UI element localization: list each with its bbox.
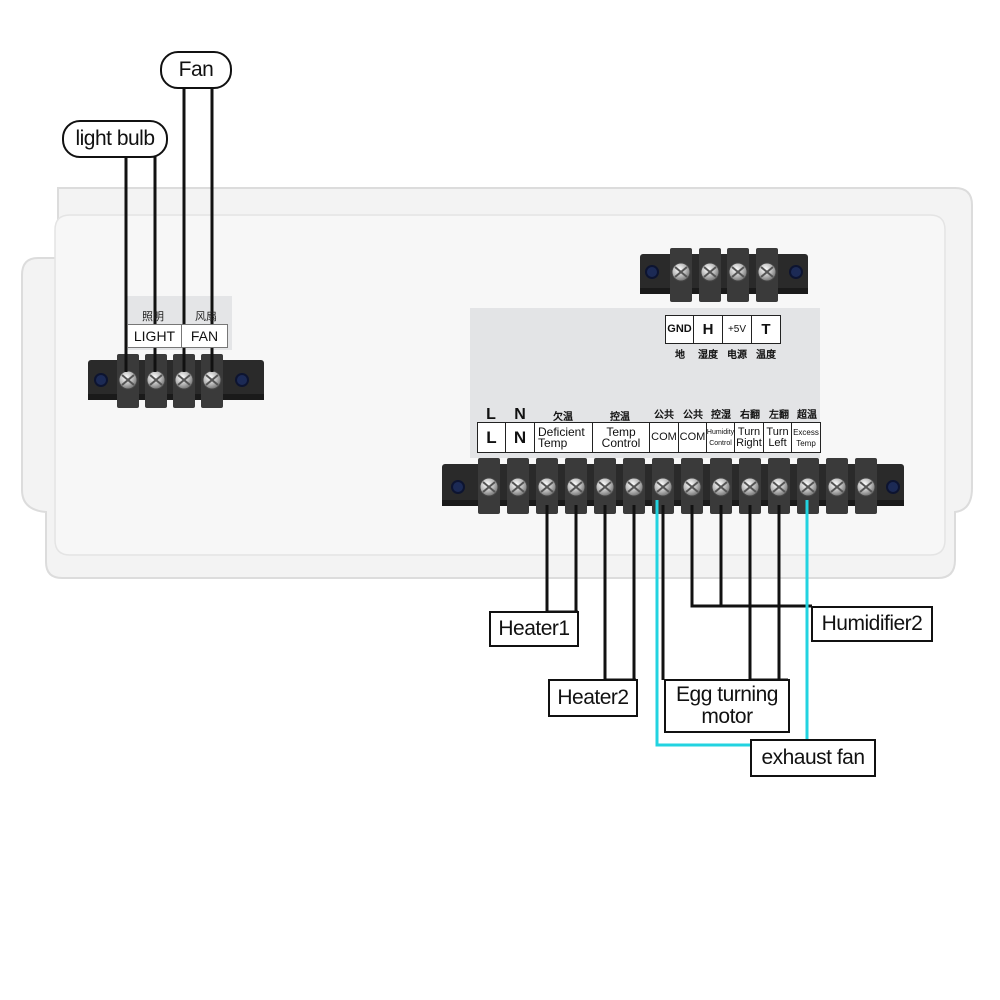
gnd-label: GND (665, 315, 694, 344)
egg-turning-motor-line2: motor (701, 705, 753, 728)
zh-turn-left-label: 左翻 (769, 410, 789, 421)
turn-right-line2: Right (736, 436, 762, 449)
zh-gnd-label: 地 (675, 350, 685, 361)
zh-light-label: 照明 (142, 311, 164, 323)
light-terminal-label: LIGHT (127, 324, 182, 348)
zh-temp-label: 温度 (756, 350, 776, 361)
mounting-screw-icon (886, 480, 900, 494)
exhaust-fan-label: exhaust fan (750, 739, 876, 777)
light-fan-terminal-block (88, 354, 264, 408)
temp-control-line2: Control (601, 435, 641, 450)
humidity-line1: Humidity (706, 428, 735, 436)
egg-turning-motor-label: Egg turning motor (664, 679, 790, 733)
n-top-label: N (514, 406, 526, 423)
exhaust-fan-wires (655, 500, 809, 747)
mounting-screw-icon (789, 265, 803, 279)
excess-line2: Temp (796, 438, 816, 448)
excess-temp-label: Excess Temp (791, 422, 821, 453)
zh-fan-label: 风扇 (195, 311, 217, 323)
n-terminal-label: N (505, 422, 535, 453)
zh-temp-control-label: 控温 (610, 412, 630, 423)
egg-turning-motor-line1: Egg turning (676, 683, 778, 706)
mounting-screw-icon (451, 480, 465, 494)
turn-left-line2: Left (768, 436, 787, 449)
com1-label: COM (649, 422, 679, 453)
temp-control-line1: Temp (606, 424, 636, 439)
heater1-label: Heater1 (489, 611, 579, 647)
deficient-line1: Deficient (538, 424, 585, 439)
humidity-line2: Control (709, 439, 732, 447)
mounting-screw-icon (645, 265, 659, 279)
zh-com1-label: 公共 (654, 410, 674, 421)
light-bulb-label: light bulb (62, 120, 168, 158)
turn-left-label: Turn Left (763, 422, 792, 453)
l-terminal-label: L (477, 422, 506, 453)
zh-com2-label: 公共 (683, 410, 703, 421)
t-label: T (751, 315, 781, 344)
plus5v-label: +5V (722, 315, 752, 344)
main-terminal-block (442, 458, 904, 514)
zh-turn-right-label: 右翻 (740, 410, 760, 421)
zh-excess-label: 超温 (797, 410, 817, 421)
zh-humidity-label: 湿度 (698, 350, 718, 361)
turn-right-line1: Turn (737, 425, 761, 438)
deficient-temp-label: Deficient Temp (534, 422, 593, 453)
temp-control-label: Temp Control (592, 422, 650, 453)
h-label: H (693, 315, 723, 344)
turn-right-label: Turn Right (734, 422, 764, 453)
heater2-label: Heater2 (548, 679, 638, 717)
excess-line1: Excess (793, 427, 819, 437)
l-top-label: L (486, 406, 496, 423)
turn-left-line1: Turn (766, 425, 789, 438)
humidity-control-label: Humidity Control (706, 422, 735, 453)
deficient-line2: Temp (538, 435, 568, 450)
zh-humidity-control-label: 控湿 (711, 410, 731, 421)
fan-terminal-label: FAN (181, 324, 228, 348)
zh-power-label: 电源 (727, 350, 747, 361)
sensor-terminal-block (640, 248, 808, 302)
fan-label: Fan (160, 51, 232, 89)
mounting-screw-icon (235, 373, 249, 387)
humidifier2-label: Humidifier2 (811, 606, 933, 642)
zh-deficient-label: 欠温 (553, 412, 573, 423)
mounting-screw-icon (94, 373, 108, 387)
com2-label: COM (678, 422, 707, 453)
